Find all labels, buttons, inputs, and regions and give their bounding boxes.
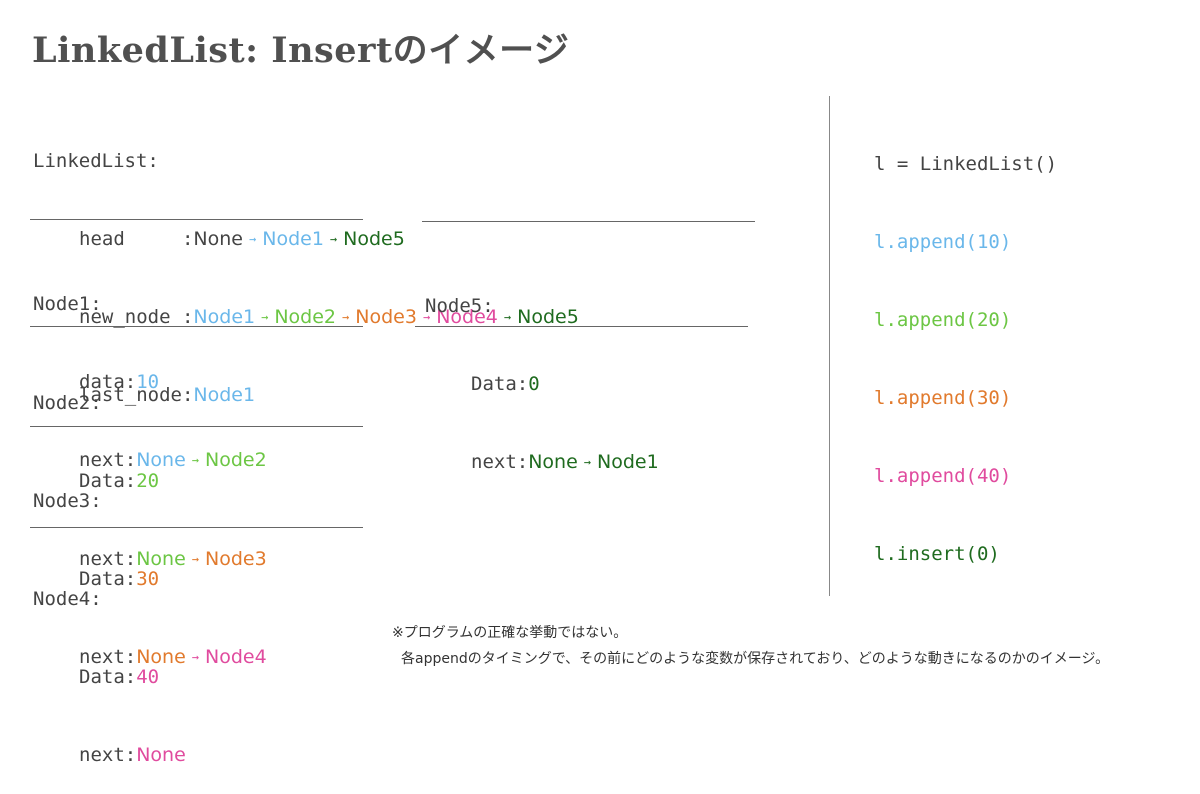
node-data-row: Data:40	[79, 666, 160, 688]
next-chain-0: None	[136, 548, 186, 570]
new-node-label: new_node	[79, 306, 171, 328]
next-chain-1: Node4	[205, 646, 267, 668]
data-value: 30	[136, 568, 160, 590]
code-line: l.append(20)	[874, 309, 1012, 331]
arrow-icon: →	[191, 650, 200, 664]
code-line: l.append(40)	[874, 465, 1012, 487]
new-node-row: new_node :Node1 → Node2 → Node3 → Node4 → Node5	[33, 304, 579, 330]
note-line-2: 各appendのタイミングで、その前にどのような変数が保存されており、どのような…	[401, 651, 1110, 667]
node-data-row: Data:0	[471, 373, 540, 395]
data-value: 0	[528, 373, 540, 395]
node-name: Node1:	[33, 293, 102, 315]
divider	[30, 426, 363, 427]
linkedlist-header: LinkedList:	[33, 150, 159, 172]
arrow-icon: →	[249, 232, 257, 246]
next-chain-1: Node3	[205, 548, 267, 570]
note-line-1: ※プログラムの正確な挙動ではない。	[392, 625, 628, 641]
next-label: next	[471, 451, 517, 473]
new-node-chain-0: Node1	[193, 306, 256, 328]
next-label: next	[79, 744, 125, 766]
data-label: Data	[79, 666, 125, 688]
next-label: next	[79, 449, 125, 471]
node-name: Node2:	[33, 392, 102, 414]
data-label: Data	[79, 470, 125, 492]
node-data-row: Data:30	[79, 568, 160, 590]
new-node-sep: :	[181, 306, 194, 328]
next-label: next	[79, 646, 125, 668]
arrow-icon: →	[191, 552, 200, 566]
next-chain-0: None	[136, 646, 186, 668]
code-line: l.append(10)	[874, 231, 1012, 253]
head-chain-2: Node5	[343, 228, 405, 250]
last-node-label: last_node	[79, 384, 182, 406]
new-node-chain-1: Node2	[274, 306, 337, 328]
data-label: Data	[79, 568, 125, 590]
data-label: data	[79, 371, 125, 393]
last-node-row: last_node:Node1	[33, 382, 579, 408]
arrow-icon: →	[261, 310, 269, 324]
vertical-divider	[829, 96, 830, 596]
code-line: l.append(30)	[874, 387, 1012, 409]
head-chain-0: None	[193, 228, 243, 250]
last-node-value: Node1	[193, 384, 256, 406]
data-label: Data	[471, 373, 517, 395]
next-chain-0: None	[136, 449, 186, 471]
new-node-chain-4: Node5	[517, 306, 579, 328]
node2-block: Node2: Data:20 next: None → Node3	[33, 338, 267, 598]
page-title: LinkedList: Insertのイメージ	[32, 30, 570, 71]
node4-block: Node4: Data:40 next:None	[33, 534, 186, 794]
data-value: 20	[136, 470, 160, 492]
divider	[30, 527, 363, 528]
next-label: next	[79, 548, 125, 570]
code-block: l = LinkedList() l.append(10) l.append(2…	[874, 99, 1057, 593]
next-chain-0: None	[528, 451, 578, 473]
divider	[30, 219, 363, 220]
last-node-sep: :	[181, 384, 194, 406]
linkedlist-block: LinkedList: head :None→Node1→Node5 new_n…	[33, 96, 579, 434]
arrow-icon: →	[583, 455, 592, 469]
node-name: Node3:	[33, 490, 102, 512]
next-chain-1: Node2	[205, 449, 267, 471]
node-next-row: next:None→Node2	[79, 449, 267, 471]
new-node-chain-2: Node3	[355, 306, 417, 328]
node3-block: Node3: Data:30 next:None→Node4	[33, 436, 267, 696]
node-next-row: next:None	[79, 744, 186, 766]
node-next-row: next:None→Node1	[471, 451, 659, 473]
divider	[30, 326, 363, 327]
head-row: head :None → Node1 → Node5	[33, 226, 579, 252]
arrow-icon: →	[342, 310, 350, 324]
node-next-row: next:None→Node4	[79, 646, 267, 668]
node-data-row: data:10	[79, 371, 160, 393]
next-chain-0: None	[136, 744, 186, 766]
code-line: l = LinkedList()	[874, 153, 1058, 175]
node5-block: Node5: Data:0 next:None→Node1	[425, 241, 659, 501]
head-chain-1: Node1	[262, 228, 324, 250]
head-sep: :	[181, 228, 194, 250]
new-node-chain-3: Node4	[436, 306, 498, 328]
arrow-icon: →	[422, 310, 431, 324]
code-line: l.insert(0)	[874, 543, 1000, 565]
divider	[422, 221, 755, 222]
node-next-row: next:None→Node3	[79, 548, 267, 570]
arrow-icon: →	[329, 232, 338, 246]
node-name: Node5:	[425, 295, 494, 317]
data-value: 40	[136, 666, 160, 688]
node1-block: Node1: data:10 next:None→Node2	[33, 239, 267, 499]
node-name: Node4:	[33, 588, 102, 610]
data-value: 10	[136, 371, 160, 393]
arrow-icon: →	[191, 453, 200, 467]
node-data-row: Data:20	[79, 470, 160, 492]
arrow-icon: →	[503, 310, 512, 324]
next-chain-1: Node1	[597, 451, 659, 473]
divider	[415, 326, 748, 327]
head-label: head	[79, 228, 125, 250]
